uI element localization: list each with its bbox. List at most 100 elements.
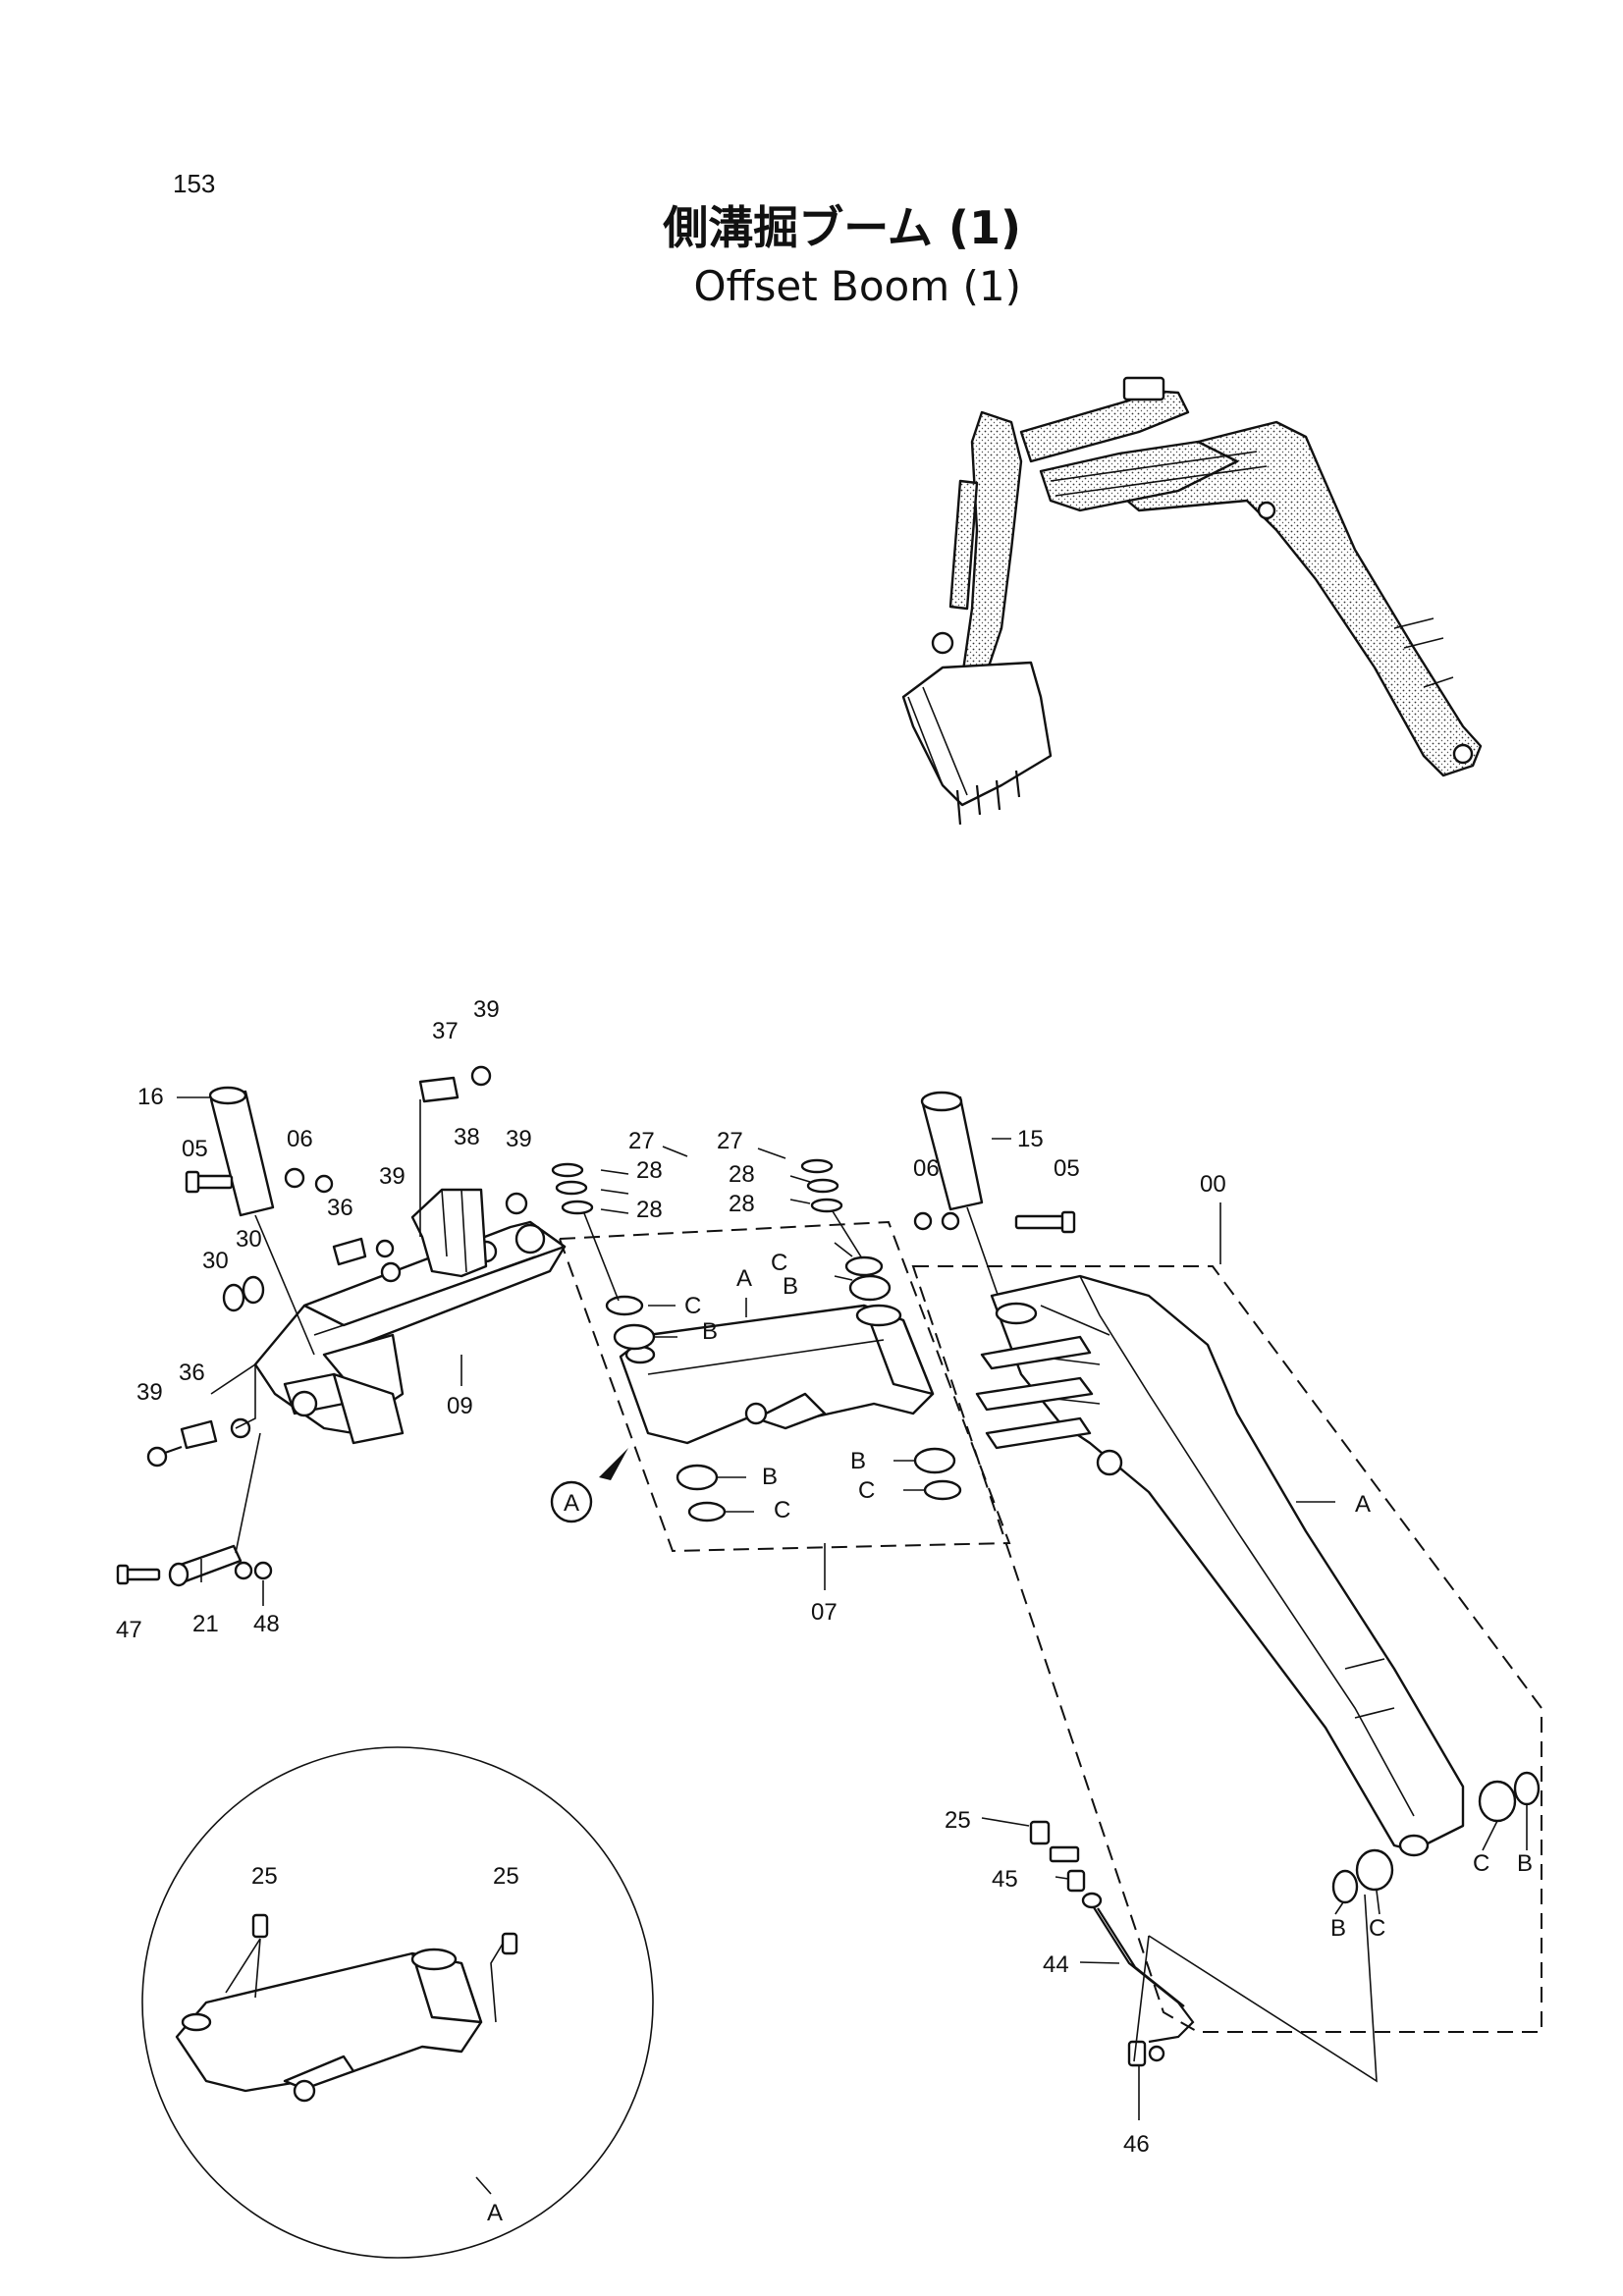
- label-b: B: [1330, 1915, 1346, 1942]
- svg-text:A: A: [564, 1490, 579, 1517]
- label-09: 09: [447, 1393, 473, 1419]
- label-28: 28: [729, 1161, 755, 1188]
- bushing-c-boom-bottom: [1355, 1848, 1394, 1892]
- bushing-b-07-ur: [848, 1274, 892, 1302]
- seal-c-07-ll: [687, 1501, 727, 1522]
- label-06: 06: [287, 1126, 313, 1152]
- leader-lines: [177, 1096, 1528, 2120]
- bolt-47: [116, 1564, 161, 1585]
- label-b: B: [1517, 1850, 1533, 1877]
- nut-48-a: [234, 1561, 253, 1580]
- part-15-pin: [920, 1091, 1002, 1307]
- bushing-b-07-ul: [613, 1323, 656, 1351]
- nut-06-right-a: [913, 1211, 933, 1231]
- pipe-44: [1081, 1892, 1195, 2044]
- bolt-05-left: [185, 1170, 234, 1194]
- label-36: 36: [179, 1360, 205, 1386]
- bushing-b-07-lr: [913, 1447, 956, 1474]
- label-44: 44: [1043, 1951, 1069, 1978]
- label-c: C: [1473, 1850, 1489, 1877]
- label-38: 38: [454, 1124, 480, 1150]
- label-b: B: [702, 1318, 718, 1345]
- fitting-46: [1127, 2040, 1165, 2067]
- label-c: C: [774, 1497, 790, 1523]
- grease-fitting-25-right: [1029, 1820, 1051, 1845]
- shim-28-left-b: [561, 1200, 594, 1215]
- lock-plate-36-lower: [180, 1419, 218, 1450]
- label-37: 37: [432, 1018, 459, 1044]
- bolt-39-upper-right: [505, 1192, 528, 1215]
- label-06: 06: [913, 1155, 940, 1182]
- label-45: 45: [992, 1866, 1018, 1893]
- label-a: A: [487, 2200, 503, 2226]
- label-39: 39: [473, 996, 500, 1023]
- label-07: 07: [811, 1599, 838, 1626]
- label-46: 46: [1123, 2131, 1150, 2158]
- label-27: 27: [628, 1128, 655, 1154]
- shim-27-left: [551, 1162, 584, 1178]
- part-21-pin: [168, 1432, 261, 1587]
- label-b: B: [783, 1273, 798, 1300]
- label-36: 36: [327, 1195, 353, 1221]
- nut-48-b: [253, 1561, 273, 1580]
- part-07-link: [619, 1304, 935, 1445]
- label-39: 39: [506, 1126, 532, 1152]
- seal-c-07-ul: [605, 1295, 644, 1316]
- bolt-39-upper-mid: [380, 1261, 402, 1283]
- label-28: 28: [636, 1157, 663, 1184]
- label-47: 47: [116, 1617, 142, 1643]
- label-21: 21: [192, 1611, 219, 1637]
- nut-06-right-b: [941, 1211, 960, 1231]
- seal-c-07-lr: [923, 1479, 962, 1501]
- label-c: C: [858, 1477, 875, 1504]
- label-c: C: [684, 1293, 701, 1319]
- label-39: 39: [136, 1379, 163, 1406]
- label-48: 48: [253, 1611, 280, 1637]
- label-05: 05: [182, 1136, 208, 1162]
- fitting-45: [1066, 1869, 1086, 1893]
- shim-28-right-a: [806, 1178, 839, 1194]
- part-09-bracket: [210, 1220, 567, 1445]
- bushing-c-boom-right: [1478, 1780, 1517, 1823]
- nut-06-left-a: [284, 1167, 305, 1189]
- label-c: C: [1369, 1915, 1385, 1942]
- shim-28-left-a: [555, 1180, 588, 1196]
- seal-c-07-ur: [844, 1255, 884, 1277]
- label-25: 25: [945, 1807, 971, 1834]
- shim-27-right: [800, 1158, 834, 1174]
- label-a: A: [1355, 1491, 1371, 1518]
- label-28: 28: [636, 1197, 663, 1223]
- group-box-00: [911, 1265, 1542, 2033]
- bushing-b-07-ll: [676, 1464, 719, 1491]
- label-28: 28: [729, 1191, 755, 1217]
- cover-38: [410, 1188, 488, 1278]
- bolt-39-lower-left: [146, 1445, 183, 1468]
- label-30: 30: [202, 1248, 229, 1274]
- bolt-05-right: [1014, 1210, 1076, 1234]
- label-16: 16: [137, 1084, 164, 1110]
- seal-b-boom-right: [1513, 1771, 1541, 1806]
- label-b: B: [762, 1464, 778, 1490]
- group-box-07: [558, 1220, 1011, 1553]
- label-27: 27: [717, 1128, 743, 1154]
- label-25: 25: [493, 1863, 519, 1890]
- leader-lines-grease: [1133, 1894, 1378, 2083]
- lock-plate-36-upper: [332, 1237, 395, 1266]
- label-c: C: [771, 1250, 787, 1276]
- label-05: 05: [1054, 1155, 1080, 1182]
- label-a: A: [736, 1265, 752, 1292]
- page-number: 153: [173, 169, 215, 198]
- view-marker-a: A: [550, 1448, 628, 1523]
- detail-view-a: [141, 1746, 654, 2259]
- label-15: 15: [1017, 1126, 1044, 1152]
- washer-30-b: [242, 1275, 265, 1305]
- seal-b-boom-bottom: [1331, 1869, 1359, 1904]
- washer-30-a: [222, 1283, 245, 1312]
- clamp-37: [418, 1065, 492, 1103]
- part-number-labels: 00 05 05 06 06 07 09 15 16 21 25 25 25 2…: [116, 996, 1533, 2226]
- page-title-jp: 側溝掘ブーム (1): [662, 201, 1021, 254]
- adapter-block: [1049, 1845, 1080, 1863]
- label-39: 39: [379, 1163, 406, 1190]
- label-25: 25: [251, 1863, 278, 1890]
- page-title-en: Offset Boom (1): [694, 262, 1022, 310]
